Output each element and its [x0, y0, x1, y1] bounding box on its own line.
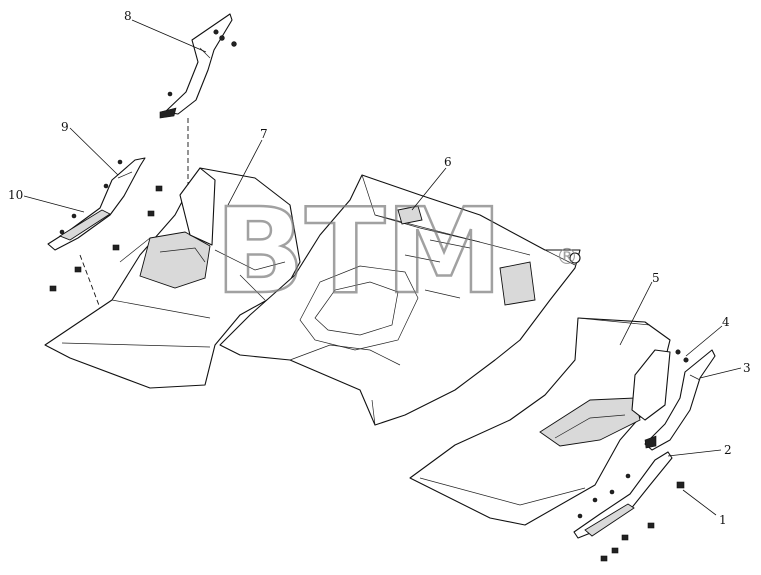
callout-9: 9	[61, 120, 119, 176]
watermark-logo: BTM ®	[214, 181, 578, 322]
callout-label-7: 7	[260, 127, 268, 141]
part-6-central-floor-mat	[219, 174, 581, 426]
assembly-line-left-lower	[79, 254, 101, 309]
part-8-trim-strip	[159, 13, 237, 119]
callout-label-10: 10	[8, 188, 23, 202]
part-3-trim-strip	[644, 349, 716, 451]
callout-6: 6	[411, 155, 452, 211]
callout-label-6: 6	[444, 155, 452, 169]
watermark-registered-mark: ®	[556, 245, 578, 270]
callout-7: 7	[227, 127, 268, 206]
right-clips	[600, 481, 685, 562]
part-5-right-floor-mat	[409, 317, 671, 526]
callout-label-1: 1	[719, 513, 727, 527]
callout-4: 4	[685, 315, 730, 357]
callout-label-2: 2	[724, 443, 732, 457]
watermark-text: BTM	[215, 182, 503, 320]
callout-label-8: 8	[124, 9, 132, 23]
callout-label-3: 3	[743, 361, 751, 375]
callout-8: 8	[124, 9, 207, 53]
callout-2: 2	[667, 443, 732, 457]
callout-3: 3	[699, 361, 751, 379]
callout-5: 5	[619, 271, 660, 346]
callout-10: 10	[8, 188, 85, 213]
part-7-left-floor-mat	[44, 167, 301, 389]
callout-label-5: 5	[652, 271, 660, 285]
part-9-sill-strip	[47, 157, 146, 251]
left-clips	[49, 185, 163, 292]
callout-1: 1	[682, 489, 727, 527]
callout-label-4: 4	[722, 315, 730, 329]
callout-label-9: 9	[61, 120, 69, 134]
